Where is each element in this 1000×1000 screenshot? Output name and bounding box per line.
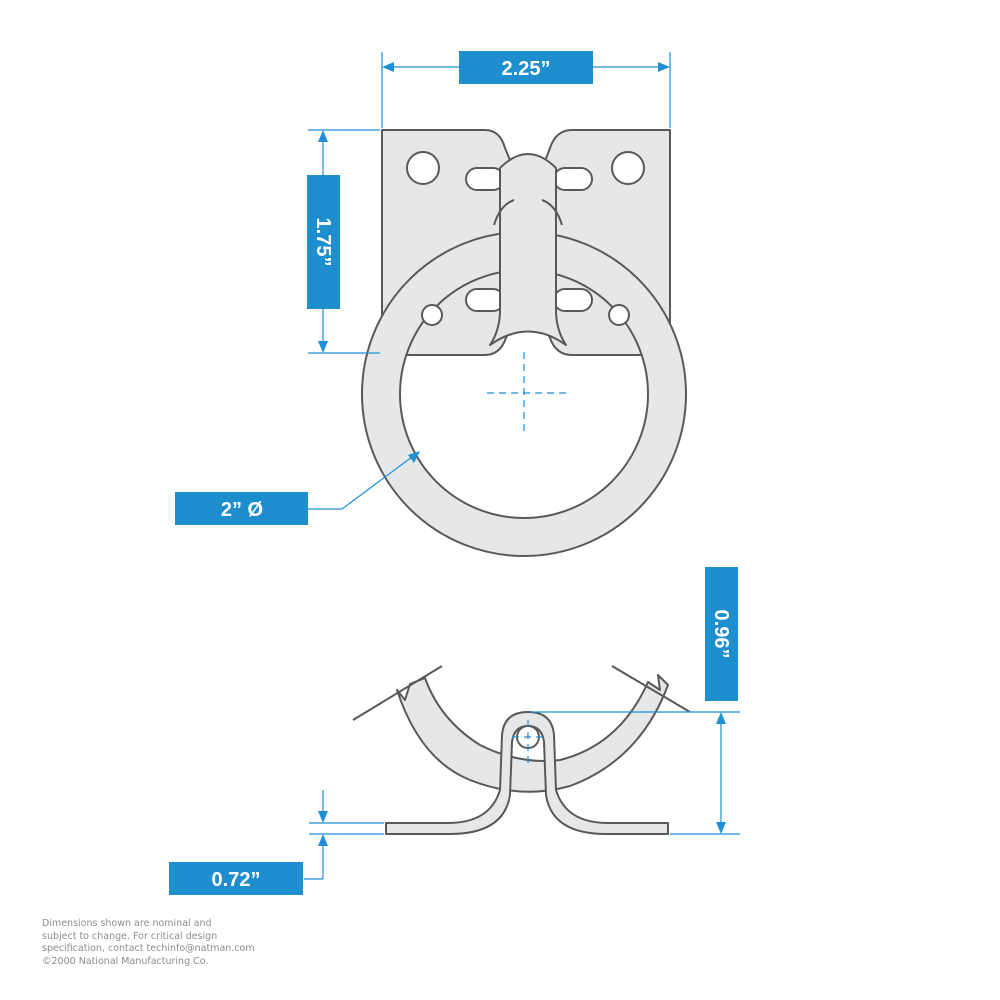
ring-diameter-label: 2” Ø xyxy=(221,499,263,521)
thickness-label: 0.72” xyxy=(212,869,261,891)
footnote-line-1: Dimensions shown are nominal and xyxy=(42,918,212,929)
width-label: 2.25” xyxy=(502,58,551,80)
slot-top-right xyxy=(553,167,593,191)
mounting-hole-top-right xyxy=(611,151,645,185)
side-view xyxy=(352,665,691,835)
staple-strap xyxy=(489,153,567,346)
height-dimension: 1.75” xyxy=(307,129,380,354)
break-line-left xyxy=(352,665,443,721)
top-view xyxy=(361,129,687,557)
profile-plate-staple xyxy=(385,711,669,835)
ring-diameter-callout: 2” Ø xyxy=(175,451,420,525)
thickness-dimension: 0.72” xyxy=(169,790,384,895)
footnote: Dimensions shown are nominal and subject… xyxy=(42,918,302,968)
mounting-hole-top-left xyxy=(406,151,440,185)
staple-edge xyxy=(493,199,563,226)
width-dimension: 2.25” xyxy=(381,51,671,128)
hidden-hole-left xyxy=(421,304,443,326)
footnote-line-3: specification, contact techinfo@natman.c… xyxy=(42,943,255,954)
break-line-right xyxy=(611,665,691,713)
slot-bottom-right xyxy=(553,288,593,312)
footnote-line-2: subject to change. For critical design xyxy=(42,930,218,942)
profile-height-dimension: 0.96” xyxy=(530,567,740,835)
slot-bottom-left xyxy=(465,288,505,312)
footnote-line-4: ©2000 National Manufacturing Co. xyxy=(42,955,209,967)
height-label: 1.75” xyxy=(312,218,334,267)
ring-profile-arc xyxy=(396,674,669,793)
slot-top-left xyxy=(465,167,505,191)
hidden-hole-right xyxy=(608,304,630,326)
profile-height-label: 0.96” xyxy=(710,610,732,659)
ring xyxy=(361,231,687,557)
